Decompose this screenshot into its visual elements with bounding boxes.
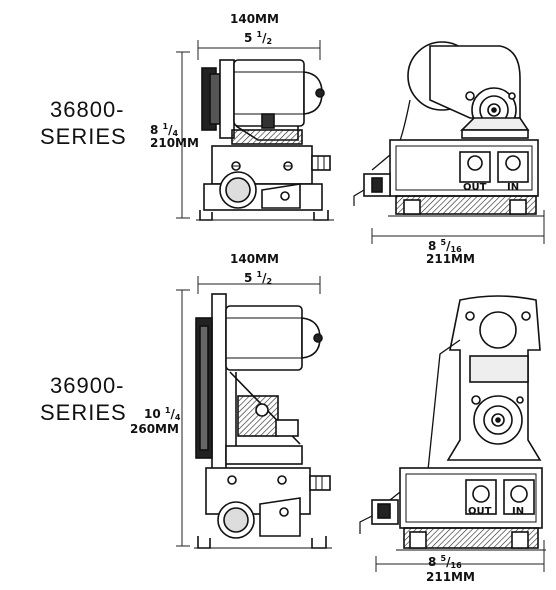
bottom-side-view-pump xyxy=(359,295,546,551)
bottom-depth-mm: 211MM xyxy=(426,570,475,584)
top-series-number: 36800- xyxy=(50,97,125,122)
top-width-inches-den: 2 xyxy=(266,37,273,46)
bottom-width-dimension-line xyxy=(197,276,321,294)
top-height-dimension-line xyxy=(176,51,190,219)
top-width-inches-whole: 5 xyxy=(244,31,253,45)
bottom-depth-inches: 8 5/16 xyxy=(428,554,462,570)
top-width-mm: 140MM xyxy=(230,12,279,26)
top-width-dimension-line xyxy=(197,40,321,60)
bottom-height-dimension-line xyxy=(176,289,190,547)
top-height-inches-den: 4 xyxy=(172,129,179,138)
top-series-label: 36800- SERIES xyxy=(40,96,127,150)
top-height-inches-whole: 8 xyxy=(150,123,159,137)
top-height-mm: 210MM xyxy=(150,136,199,150)
bottom-height-mm: 260MM xyxy=(130,422,179,436)
bottom-width-mm: 140MM xyxy=(230,252,279,266)
bottom-width-inches-num: 1 xyxy=(256,270,263,279)
top-height-inches-num: 1 xyxy=(162,122,169,131)
top-port-out-label: OUT xyxy=(463,182,487,193)
top-height-inches: 8 1/4 xyxy=(150,122,179,138)
bottom-depth-inches-den: 16 xyxy=(450,561,462,570)
bottom-series-word: SERIES xyxy=(40,400,127,425)
bottom-depth-dimension-line xyxy=(375,540,545,572)
bottom-series-label: 36900- SERIES xyxy=(40,372,127,426)
top-depth-inches-den: 16 xyxy=(450,245,462,254)
bottom-width-inches-den: 2 xyxy=(266,277,273,286)
top-depth-dimension-line xyxy=(371,210,545,244)
bottom-height-inches: 10 1/4 xyxy=(144,406,181,422)
bottom-depth-inches-num: 5 xyxy=(440,554,447,563)
top-depth-inches-num: 5 xyxy=(440,238,447,247)
bottom-height-inches-den: 4 xyxy=(174,413,181,422)
bottom-height-inches-num: 1 xyxy=(164,406,171,415)
top-front-view-pump xyxy=(196,59,334,221)
bottom-width-inches-whole: 5 xyxy=(244,271,253,285)
bottom-height-inches-whole: 10 xyxy=(144,407,161,421)
top-port-in-label: IN xyxy=(507,182,520,193)
bottom-port-in-label: IN xyxy=(512,506,525,517)
bottom-port-out-label: OUT xyxy=(468,506,492,517)
bottom-width-inches: 5 1/2 xyxy=(244,270,273,286)
bottom-series-number: 36900- xyxy=(50,373,125,398)
bottom-depth-inches-whole: 8 xyxy=(428,555,437,569)
top-width-inches: 5 1/2 xyxy=(244,30,273,46)
top-side-view-pump xyxy=(353,41,544,217)
top-depth-inches-whole: 8 xyxy=(428,239,437,253)
top-depth-inches: 8 5/16 xyxy=(428,238,462,254)
bottom-front-view-pump xyxy=(194,293,332,549)
top-series-word: SERIES xyxy=(40,124,127,149)
top-depth-mm: 211MM xyxy=(426,252,475,266)
top-width-inches-num: 1 xyxy=(256,30,263,39)
